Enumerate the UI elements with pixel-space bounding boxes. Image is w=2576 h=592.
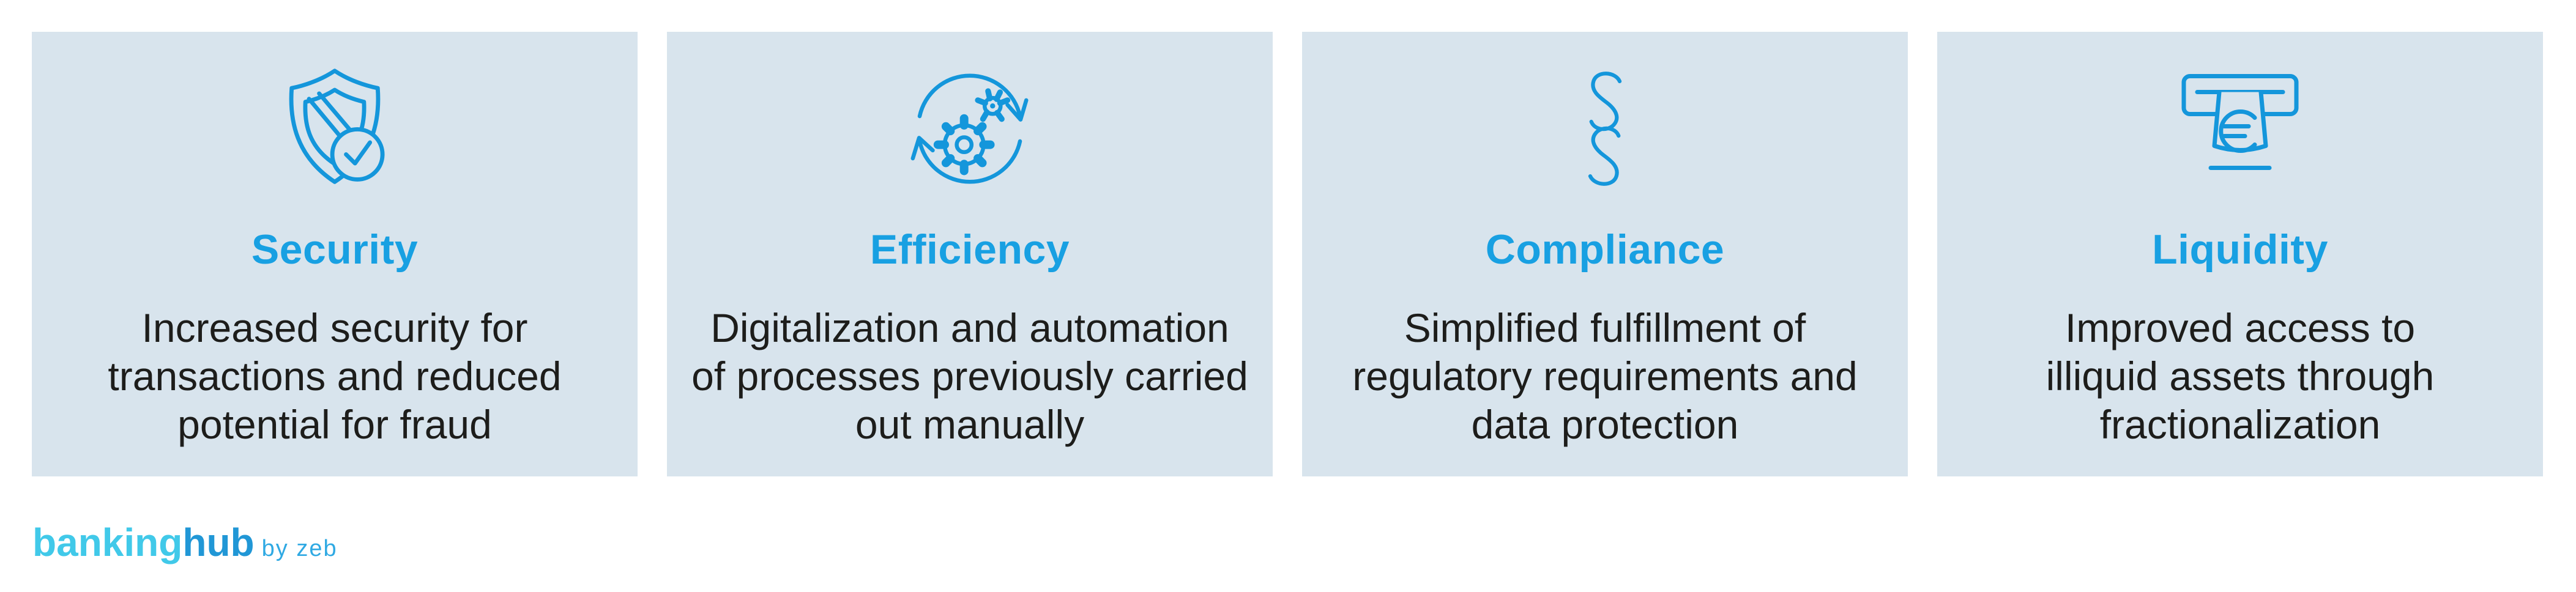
section-sign-icon (1571, 66, 1639, 191)
benefit-card-compliance: Compliance Simplified fulfillment of reg… (1302, 32, 1908, 476)
benefit-card-liquidity: Liquidity Improved access to illiquid as… (1937, 32, 2543, 476)
gears-cycle-icon (903, 66, 1037, 191)
gears-cycle-icon-svg (910, 73, 1029, 184)
shield-check-icon (274, 66, 396, 191)
benefit-card-security: Security Increased security for transact… (32, 32, 638, 476)
card-title: Efficiency (869, 226, 1070, 273)
card-description: Digitalization and automation of process… (691, 305, 1248, 447)
benefit-card-efficiency: Efficiency Digitalization and automation… (667, 32, 1273, 476)
section-sign-icon-svg (1588, 72, 1622, 186)
card-description: Increased security for transactions and … (108, 305, 562, 447)
atm-euro-icon (2173, 66, 2307, 191)
card-description: Improved access to illiquid assets throu… (2046, 305, 2435, 447)
logo-hub-text: hub (182, 520, 255, 564)
card-title: Compliance (1485, 226, 1725, 273)
benefits-infographic: Security Increased security for transact… (32, 32, 2543, 476)
card-title: Security (251, 226, 419, 273)
atm-euro-icon-svg (2181, 74, 2299, 170)
logo-by-zeb-text: by zeb (261, 536, 338, 561)
card-description: Simplified fulfillment of regulatory req… (1352, 305, 1858, 447)
card-title: Liquidity (2152, 226, 2328, 273)
logo-banking-text: banking (32, 520, 183, 564)
shield-check-icon-svg (289, 68, 385, 184)
